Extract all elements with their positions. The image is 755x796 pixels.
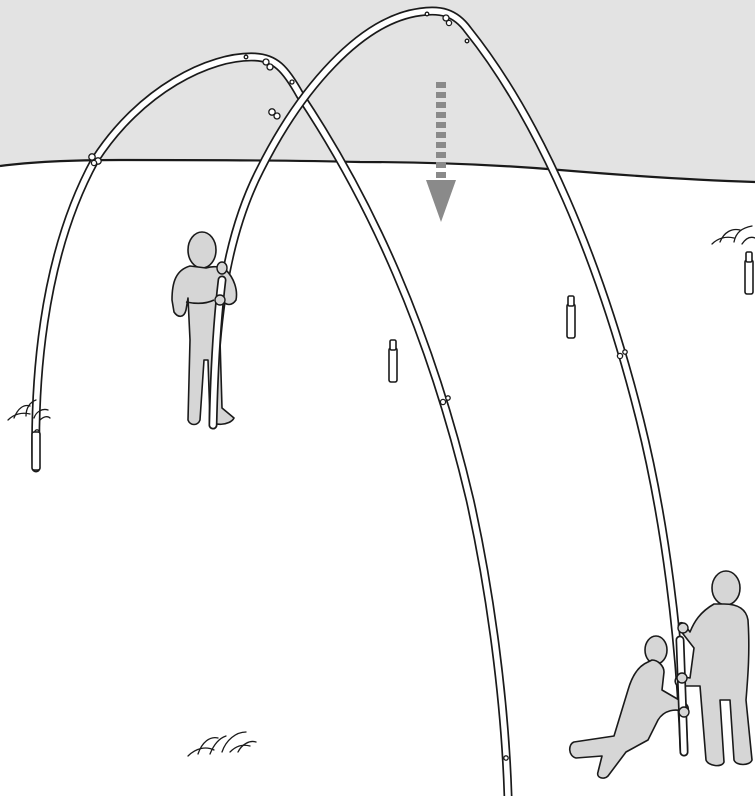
connector-left-arch-foot	[503, 755, 509, 761]
ground-stakes	[388, 251, 754, 383]
connector-left-shoulder	[88, 153, 102, 167]
pole-foot-left	[31, 431, 41, 471]
pipe-connectors	[34, 11, 628, 761]
grass-tuft-bottom	[187, 731, 257, 757]
arch-left	[31, 52, 513, 796]
grass-tufts	[7, 225, 755, 757]
connector-right-shoulder	[268, 79, 295, 120]
down-arrow-icon	[426, 82, 456, 222]
hand-right-upper	[677, 622, 689, 634]
pole-feet	[31, 431, 41, 471]
arch-right	[208, 6, 689, 757]
person-kneeling-right	[568, 635, 689, 779]
horizon-line	[0, 158, 755, 184]
sky-area	[0, 0, 755, 182]
hands	[214, 261, 690, 718]
ground-stake-center	[388, 339, 398, 383]
hand-left-lower	[214, 294, 226, 306]
ground-stake-middle-right	[566, 295, 576, 339]
hand-left-upper	[216, 261, 228, 275]
hand-kneeling	[678, 706, 690, 718]
connector-left-crown	[243, 54, 274, 71]
connector-right-crown	[424, 11, 470, 44]
connector-right-arch-mid	[616, 349, 628, 360]
grass-tuft-left	[7, 399, 51, 421]
hand-right-mid	[676, 672, 688, 684]
pole-foreground	[208, 275, 689, 757]
grass-tuft-far-right	[711, 225, 755, 245]
ground-stake-far-right	[744, 251, 754, 295]
connector-left-arch-mid	[439, 395, 451, 406]
